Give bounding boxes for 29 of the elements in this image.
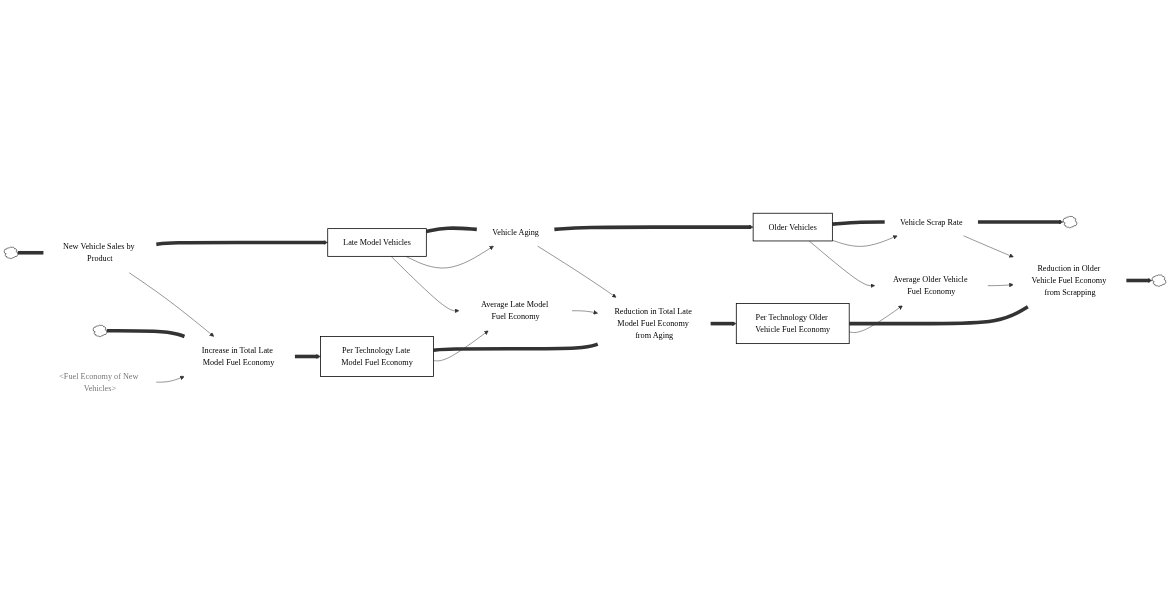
node-text: New Vehicle Sales by Product <box>63 242 135 264</box>
node-cloud <box>92 325 108 338</box>
connector <box>106 329 186 339</box>
node-text: Average Older Vehicle Fuel Economy <box>893 275 968 297</box>
node-cloud <box>1151 275 1167 287</box>
connector <box>425 226 477 234</box>
arrow <box>977 220 1064 225</box>
connector <box>832 220 885 227</box>
node-text: Vehicle Aging <box>492 227 539 237</box>
node-box: Per Technology Late Model Fuel Economy <box>320 336 434 378</box>
node-text: Reduction in Total Late Model Fuel Economy from Aging <box>614 307 692 341</box>
node-box: Late Model Vehicles <box>327 228 427 258</box>
node-cloud <box>3 247 19 260</box>
node-text: Vehicle Scrap Rate <box>900 217 963 227</box>
connector <box>17 251 44 255</box>
node-text: Average Late Model Fuel Economy <box>480 300 549 322</box>
node-text: Increase in Total Late Model Fuel Economy <box>201 346 275 368</box>
node-box: Older Vehicles <box>752 213 833 242</box>
connector <box>849 305 1029 326</box>
arrow <box>1126 278 1153 284</box>
arrow <box>554 225 754 232</box>
node-text: Reduction in Older Vehicle Fuel Economy from Scrapping <box>1031 263 1107 298</box>
arrow <box>156 240 328 247</box>
node-box: Per Technology Older Vehicle Fuel Economy <box>735 303 850 345</box>
arrow <box>294 354 321 360</box>
node-cloud <box>1062 216 1078 229</box>
arrow <box>710 321 737 327</box>
node-text: <Fuel Economy of New Vehicles> <box>59 371 139 393</box>
connector <box>433 342 599 353</box>
